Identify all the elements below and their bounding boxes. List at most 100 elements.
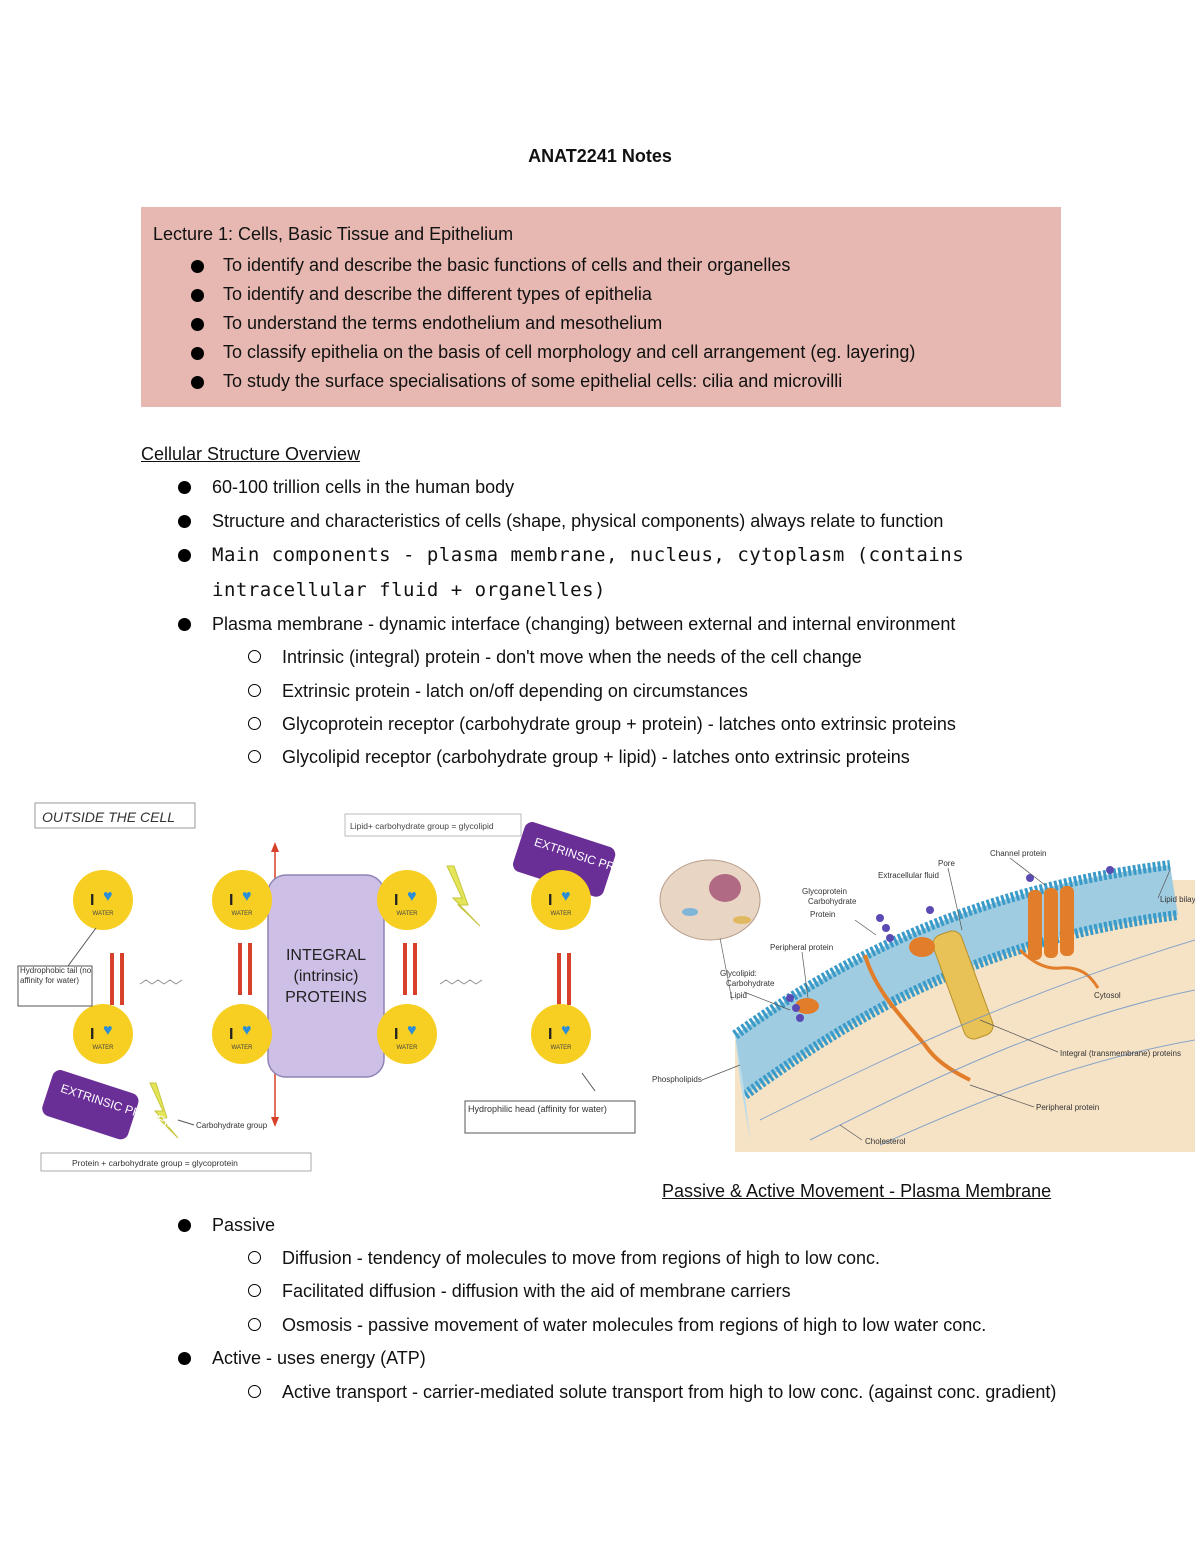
list-item: To understand the terms endothelium and … — [191, 309, 915, 338]
lipid-bilayer-label: Lipid bilayer — [1160, 895, 1195, 904]
sub-list-item: Glycoprotein receptor (carbohydrate grou… — [248, 707, 956, 741]
bullet-icon — [178, 1352, 191, 1365]
circle-bullet-icon — [248, 650, 261, 663]
integral-label-1: INTEGRAL — [286, 947, 366, 964]
sub-list-item: Glycolipid receptor (carbohydrate group … — [248, 740, 910, 774]
carbohydrate-label: Carbohydrate group — [196, 1121, 268, 1130]
integral-proteins-label: Integral (transmembrane) proteins — [1060, 1049, 1181, 1058]
list-item: To study the surface specialisations of … — [191, 367, 915, 396]
glycolipid-lipid-label: Lipid — [730, 991, 747, 1000]
bullet-icon — [178, 481, 191, 494]
phospholipid-column-2 — [212, 870, 272, 1064]
svg-text:WATER: WATER — [397, 911, 419, 917]
svg-text:I: I — [229, 1026, 233, 1043]
protein-label: Protein — [810, 910, 835, 919]
integral-protein-strand — [1018, 948, 1100, 989]
bullet-icon — [191, 289, 204, 302]
peripheral-protein — [909, 937, 935, 957]
heart-icon: ♥ — [242, 1022, 252, 1039]
bullet-icon — [191, 260, 204, 273]
cholesterol-label: Cholesterol — [865, 1137, 906, 1146]
glycoprotein-label: Glycoprotein — [802, 887, 847, 896]
carbohydrate-bolt-icon — [149, 1082, 179, 1139]
svg-text:I: I — [394, 892, 398, 909]
peripheral-protein-label-bottom: Peripheral protein — [1036, 1103, 1099, 1112]
heart-icon: ♥ — [103, 888, 113, 905]
sub-list-item: Intrinsic (integral) protein - don't mov… — [248, 640, 862, 674]
list-item: To identify and describe the different t… — [191, 280, 915, 309]
pore-label: Pore — [938, 859, 955, 868]
integral-label-2: (intrinsic) — [294, 968, 359, 985]
heart-icon: ♥ — [407, 1022, 417, 1039]
heart-icon: ♥ — [242, 888, 252, 905]
arrow-up-icon — [271, 842, 279, 852]
channel-protein-label: Channel protein — [990, 849, 1046, 858]
glycolipid-label: Lipid+ carbohydrate group = glycolipid — [350, 821, 494, 831]
list-item: Active - uses energy (ATP) — [178, 1341, 426, 1375]
svg-text:I: I — [548, 892, 552, 909]
head-water-labels: WATER WATER WATER WATER WATER WATER WATE… — [93, 911, 573, 1051]
carbohydrate-chain-icon — [786, 866, 1114, 1022]
circle-bullet-icon — [248, 1251, 261, 1264]
lecture-heading: Lecture 1: Cells, Basic Tissue and Epith… — [153, 224, 514, 244]
phospholipid-column-1 — [73, 870, 133, 1064]
peripheral-protein — [795, 998, 819, 1014]
sub-list-item: Active transport - carrier-mediated solu… — [248, 1375, 1056, 1409]
heart-icon: ♥ — [561, 888, 571, 905]
svg-text:WATER: WATER — [551, 1045, 573, 1051]
bullet-icon — [178, 515, 191, 528]
svg-text:WATER: WATER — [397, 1045, 419, 1051]
outside-cell-label: OUTSIDE THE CELL — [42, 809, 175, 825]
sub-list-item: Extrinsic protein - latch on/off dependi… — [248, 674, 748, 708]
svg-text:WATER: WATER — [551, 911, 573, 917]
glycolipid-label: Glycolipid: — [720, 969, 757, 978]
hydrophobic-label: Hydrophobic tail (no affinity for water) — [20, 966, 92, 985]
peripheral-protein-label-top: Peripheral protein — [770, 943, 833, 952]
extracellular-fluid-label: Extracellular fluid — [878, 871, 939, 880]
circle-bullet-icon — [248, 1318, 261, 1331]
membrane-cross-section — [735, 1035, 750, 1140]
channel-protein-helix — [1060, 886, 1074, 956]
list-item: Structure and characteristics of cells (… — [178, 504, 943, 538]
sub-list-item: Diffusion - tendency of molecules to mov… — [248, 1241, 880, 1275]
channel-protein-helix — [1028, 890, 1042, 960]
cytosol-label: Cytosol — [1094, 991, 1121, 1000]
phospholipids-label: Phospholipids — [652, 1075, 702, 1084]
heart-icon: ♥ — [561, 1022, 571, 1039]
list-item: Plasma membrane - dynamic interface (cha… — [178, 607, 955, 641]
phospholipid-column-4 — [531, 870, 591, 1064]
svg-text:WATER: WATER — [93, 911, 115, 917]
bullet-icon — [191, 376, 204, 389]
circle-bullet-icon — [248, 750, 261, 763]
svg-text:WATER: WATER — [93, 1045, 115, 1051]
integral-protein-strand — [863, 954, 971, 1082]
channel-protein-helix — [1044, 888, 1058, 958]
head-labels: I♥ I♥ I♥ I♥ I♥ I♥ I♥ I♥ — [90, 888, 571, 1043]
circle-bullet-icon — [248, 717, 261, 730]
hydrophilic-label-box — [464, 1100, 636, 1134]
circle-bullet-icon — [248, 1284, 261, 1297]
svg-text:I: I — [90, 1026, 94, 1043]
section-heading-movement: Passive & Active Movement - Plasma Membr… — [662, 1181, 1052, 1201]
integral-label-3: PROTEINS — [285, 989, 367, 1006]
svg-text:WATER: WATER — [232, 911, 254, 917]
list-item: Main components - plasma membrane, nucle… — [178, 538, 964, 572]
hydrophilic-label: Hydrophilic head (affinity for water) — [468, 1104, 607, 1114]
heart-icon: ♥ — [103, 1022, 113, 1039]
membrane-structure-diagram: OUTSIDE THE CELL Lipid+ carbohydrate gro… — [17, 802, 650, 1172]
bullet-icon — [191, 347, 204, 360]
bullet-icon — [191, 318, 204, 331]
outside-cell-label-box — [34, 802, 196, 829]
pointer-line — [177, 1119, 195, 1126]
svg-text:I: I — [229, 892, 233, 909]
svg-text:WATER: WATER — [232, 1045, 254, 1051]
glycolipid-carbohydrate-label: Carbohydrate — [726, 979, 775, 988]
pore-protein — [932, 930, 994, 1040]
bullet-icon — [178, 549, 191, 562]
circle-bullet-icon — [248, 684, 261, 697]
extrinsic-protein-badge-bottom: EXTRINSIC PROTEINS — [42, 1070, 186, 1140]
bullet-icon — [178, 618, 191, 631]
integral-protein-block — [267, 874, 385, 1078]
svg-text:I: I — [90, 892, 94, 909]
nucleus-sketch — [709, 874, 741, 902]
